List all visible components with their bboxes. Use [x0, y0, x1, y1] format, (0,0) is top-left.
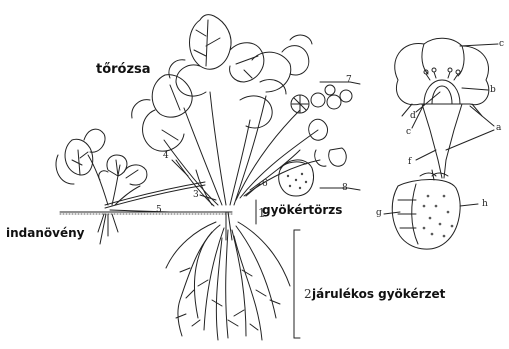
letter-c-mid: c — [406, 128, 411, 137]
label-indanoveny: indanövény — [6, 226, 84, 240]
label-gyokertorzs: gyökértörzs — [262, 203, 342, 217]
ground-line — [60, 212, 232, 214]
label-torozsa: tőrózsa — [96, 62, 151, 77]
letter-f: f — [408, 158, 411, 167]
number-4: 4 — [163, 152, 169, 161]
number-3: 3 — [193, 191, 199, 200]
letter-a: a — [496, 124, 501, 133]
letter-h: h — [482, 200, 488, 209]
letter-c-top: c — [499, 40, 504, 49]
rosette-leaves-drawing — [132, 15, 312, 206]
marker-1: 1 — [258, 207, 266, 219]
number-8: 8 — [342, 184, 348, 193]
letter-d: d — [410, 112, 416, 121]
number-6: 6 — [262, 180, 268, 189]
letter-b: b — [490, 86, 496, 95]
number-7: 7 — [346, 76, 352, 85]
adventitious-roots-drawing — [166, 212, 290, 340]
leader-lines — [110, 82, 360, 212]
marker-2: 2 — [304, 288, 312, 300]
marker-brackets — [256, 200, 300, 338]
label-jarulekos-gyokerzet: járulékos gyökérzet — [312, 287, 445, 301]
fruit-section-drawing — [384, 170, 478, 249]
letter-g: g — [376, 209, 382, 218]
number-5: 5 — [156, 206, 162, 215]
